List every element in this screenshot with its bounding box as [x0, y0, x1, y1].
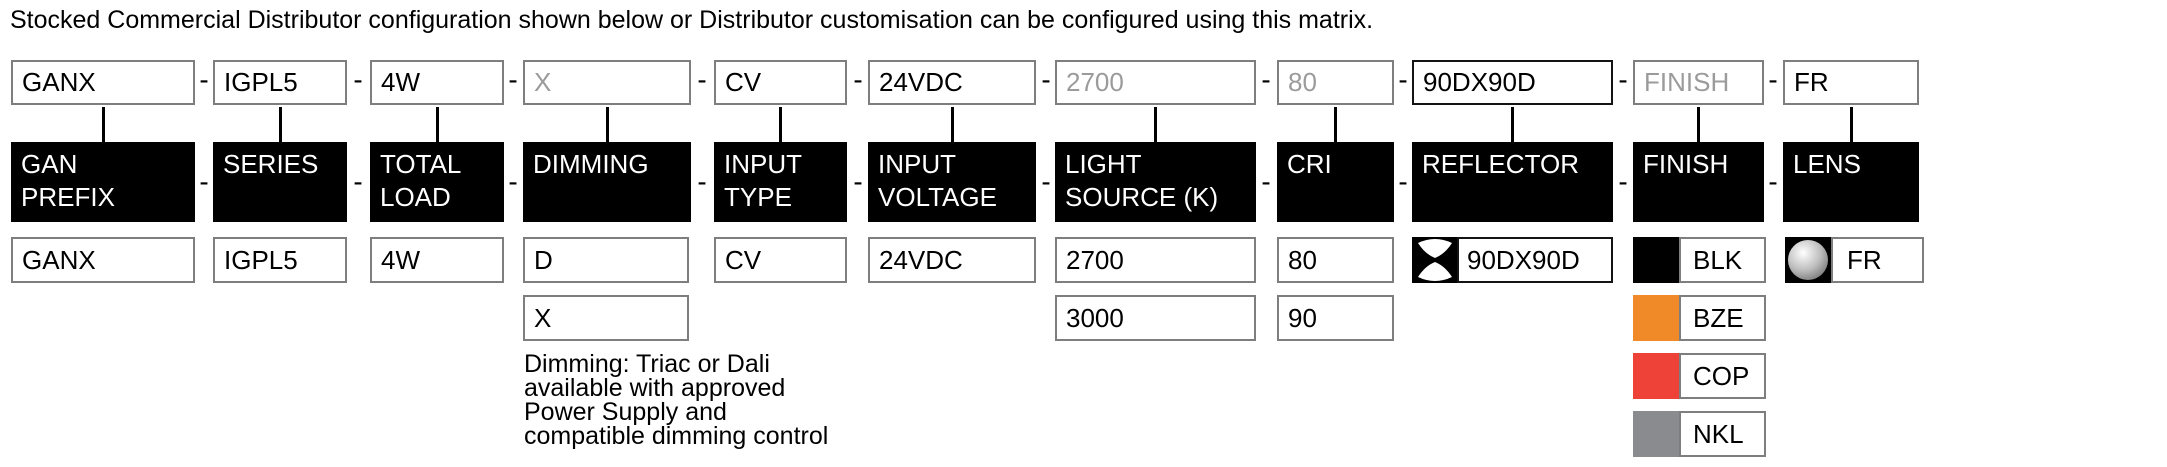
dimming-note: Dimming: Triac or Dali available with ap… [524, 350, 829, 450]
connector-line [606, 107, 609, 142]
option-reflector: 90DX90D [1457, 237, 1613, 283]
field-label-line: CRI [1287, 149, 1332, 179]
connector-line [1334, 107, 1337, 142]
field-label-line: VOLTAGE [878, 182, 997, 212]
field-label-lens: LENS [1783, 142, 1919, 222]
field-label-line: INPUT [724, 149, 802, 179]
code-box-reflector: 90DX90D [1412, 60, 1613, 105]
dash-separator: - [1618, 64, 1628, 95]
dash-separator: - [1768, 166, 1778, 197]
code-box-series: IGPL5 [213, 60, 347, 105]
connector-line [779, 107, 782, 142]
frosted-lens-icon [1785, 237, 1831, 283]
field-label-line: LIGHT [1065, 149, 1142, 179]
dash-separator: - [353, 166, 363, 197]
dash-separator: - [1041, 166, 1051, 197]
dash-separator: - [697, 166, 707, 197]
dash-separator: - [508, 64, 518, 95]
dash-separator: - [697, 64, 707, 95]
field-label-cri: CRI [1277, 142, 1394, 222]
field-label-line: FINISH [1643, 149, 1729, 179]
connector-line [1697, 107, 1700, 142]
field-label-light-source: LIGHT SOURCE (K) [1055, 142, 1256, 222]
finish-swatch-blk [1633, 237, 1679, 283]
field-label-line: TOTAL [380, 149, 462, 179]
dimming-note-line: available with approved [524, 374, 786, 402]
connector-line [1850, 107, 1853, 142]
field-label-total-load: TOTAL LOAD [370, 142, 504, 222]
field-label-line: PREFIX [21, 182, 115, 212]
option-finish-cop: COP [1679, 353, 1766, 399]
dash-separator: - [1398, 64, 1408, 95]
field-label-line: LENS [1793, 149, 1861, 179]
dash-separator: - [199, 64, 209, 95]
option-dimming-d: D [523, 237, 689, 283]
field-label-line: SERIES [223, 149, 319, 179]
field-label-line: DIMMING [533, 149, 649, 179]
code-box-dimming: X [523, 60, 691, 105]
dash-separator: - [1618, 166, 1628, 197]
dash-separator: - [853, 166, 863, 197]
field-label-dimming: DIMMING [523, 142, 691, 222]
finish-swatch-nkl [1633, 411, 1679, 457]
code-box-input-voltage: 24VDC [868, 60, 1036, 105]
dash-separator: - [1261, 64, 1271, 95]
finish-swatch-bze [1633, 295, 1679, 341]
connector-line [1511, 107, 1514, 142]
option-total-load: 4W [370, 237, 504, 283]
field-label-line: SOURCE (K) [1065, 182, 1219, 212]
connector-line [1154, 107, 1157, 142]
connector-line [102, 107, 105, 142]
code-box-gan-prefix: GANX [11, 60, 195, 105]
code-box-finish: FINISH [1633, 60, 1764, 105]
option-cri-90: 90 [1277, 295, 1394, 341]
code-box-total-load: 4W [370, 60, 504, 105]
option-finish-blk: BLK [1679, 237, 1766, 283]
dash-separator: - [508, 166, 518, 197]
connector-line [951, 107, 954, 142]
field-label-reflector: REFLECTOR [1412, 142, 1613, 222]
code-box-light-source: 2700 [1055, 60, 1256, 105]
option-lens-fr: FR [1831, 237, 1924, 283]
field-label-line: REFLECTOR [1422, 149, 1579, 179]
dash-separator: - [1398, 166, 1408, 197]
field-label-gan-prefix: GAN PREFIX [11, 142, 195, 222]
field-label-series: SERIES [213, 142, 347, 222]
finish-swatch-cop [1633, 353, 1679, 399]
dash-separator: - [1768, 64, 1778, 95]
code-box-lens: FR [1783, 60, 1919, 105]
option-input-type: CV [714, 237, 847, 283]
field-label-finish: FINISH [1633, 142, 1764, 222]
field-label-line: LOAD [380, 182, 451, 212]
dimming-note-line: compatible dimming control [524, 422, 829, 450]
dash-separator: - [199, 166, 209, 197]
matrix-title: Stocked Commercial Distributor configura… [10, 6, 1374, 34]
dash-separator: - [853, 64, 863, 95]
field-label-line: TYPE [724, 182, 792, 212]
field-label-line: GAN [21, 149, 78, 179]
option-finish-nkl: NKL [1679, 411, 1766, 457]
connector-line [436, 107, 439, 142]
option-light-source-2700: 2700 [1055, 237, 1256, 283]
field-label-input-voltage: INPUT VOLTAGE [868, 142, 1036, 222]
option-series: IGPL5 [213, 237, 347, 283]
dash-separator: - [1261, 166, 1271, 197]
option-light-source-3000: 3000 [1055, 295, 1256, 341]
code-box-input-type: CV [714, 60, 847, 105]
option-cri-80: 80 [1277, 237, 1394, 283]
option-finish-bze: BZE [1679, 295, 1766, 341]
option-dimming-x: X [523, 295, 689, 341]
option-gan-prefix: GANX [11, 237, 195, 283]
field-label-line: INPUT [878, 149, 956, 179]
dash-separator: - [353, 64, 363, 95]
field-label-input-type: INPUT TYPE [714, 142, 847, 222]
dimming-note-line: Dimming: Triac or Dali [524, 350, 770, 378]
dimming-note-line: Power Supply and [524, 398, 727, 426]
reflector-beam-icon [1412, 237, 1458, 283]
option-input-voltage: 24VDC [868, 237, 1036, 283]
connector-line [279, 107, 282, 142]
code-box-cri: 80 [1277, 60, 1394, 105]
dash-separator: - [1041, 64, 1051, 95]
